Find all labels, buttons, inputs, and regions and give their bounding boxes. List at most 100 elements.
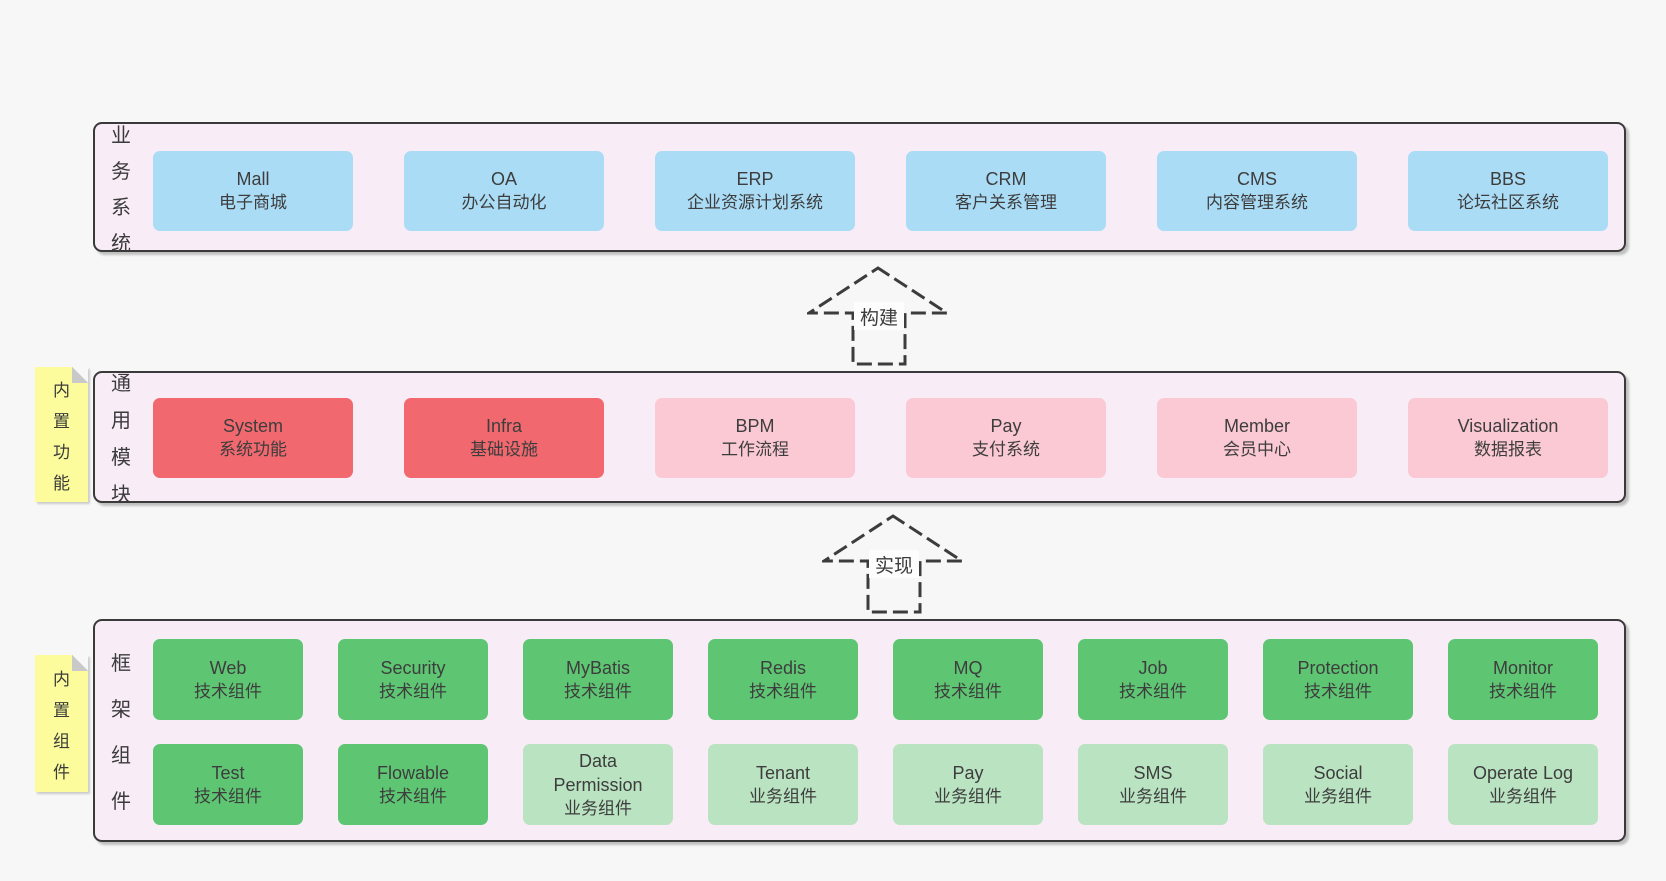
box-subtitle: 技术组件 — [749, 681, 817, 701]
box-subtitle: 技术组件 — [564, 681, 632, 701]
box-title: Social — [1313, 762, 1363, 783]
box-title: CRM — [985, 169, 1027, 189]
sticky-note-text: 内置组件 — [35, 655, 88, 792]
box-subtitle: 业务组件 — [1119, 786, 1187, 806]
sticky-note-built-in-components: 内置组件 — [35, 655, 88, 792]
box-title: Data Permission — [553, 750, 643, 795]
arrow-label-bg — [869, 550, 919, 578]
vertical-label-char: 架 — [111, 699, 131, 721]
sticky-note-text: 内置功能 — [35, 367, 88, 502]
box-social: Social 业务组件 — [1263, 744, 1413, 825]
vertical-label-char: 框 — [111, 653, 131, 675]
box-title: Operate Log — [1472, 762, 1574, 783]
vertical-label-char: 业 — [111, 124, 131, 147]
vertical-label-char: 系 — [111, 196, 131, 219]
box-subtitle: 技术组件 — [379, 786, 447, 806]
vertical-label-char: 件 — [111, 791, 131, 813]
vertical-label-char: 块 — [111, 484, 131, 506]
box-title: SMS — [1133, 762, 1173, 783]
box-subtitle: 会员中心 — [1223, 440, 1291, 459]
box-system: System 系统功能 — [153, 398, 353, 478]
box-title: ERP — [736, 169, 774, 189]
box-subtitle: 技术组件 — [1304, 681, 1372, 701]
box-subtitle: 工作流程 — [721, 440, 789, 459]
box-subtitle: 内容管理系统 — [1206, 193, 1308, 212]
box-web: Web 技术组件 — [153, 639, 303, 720]
box-subtitle: 技术组件 — [934, 681, 1002, 701]
folded-corner-icon — [72, 655, 88, 671]
vertical-label-char: 内 — [53, 380, 70, 400]
box-subtitle: 企业资源计划系统 — [687, 193, 823, 212]
box-title: Test — [211, 762, 245, 783]
box-pay: Pay 支付系统 — [906, 398, 1106, 478]
vertical-label-char: 置 — [53, 411, 70, 431]
box-subtitle: 电子商城 — [219, 193, 287, 212]
box-title: BBS — [1489, 169, 1527, 189]
box-sms: SMS 业务组件 — [1078, 744, 1228, 825]
box-subtitle: 论坛社区系统 — [1457, 193, 1559, 212]
box-bpm: BPM 工作流程 — [655, 398, 855, 478]
box-title: Pay — [952, 762, 984, 783]
box-subtitle: 数据报表 — [1474, 440, 1542, 459]
box-title: Monitor — [1492, 657, 1554, 678]
vertical-label-char: 件 — [53, 762, 70, 782]
box-subtitle: 支付系统 — [972, 440, 1040, 459]
box-subtitle: 系统功能 — [219, 440, 287, 459]
box-flowable: Flowable 技术组件 — [338, 744, 488, 825]
box-title: Job — [1138, 657, 1168, 678]
box-visualization: Visualization 数据报表 — [1408, 398, 1608, 478]
box-title: Mall — [236, 169, 270, 189]
box-tenant: Tenant 业务组件 — [708, 744, 858, 825]
box-subtitle: 业务组件 — [749, 786, 817, 806]
box-title: Member — [1223, 416, 1290, 436]
arrow-label-bg — [854, 302, 904, 330]
box-title: MQ — [953, 657, 983, 678]
vertical-label-char: 内 — [53, 669, 70, 689]
box-subtitle: 业务组件 — [1304, 786, 1372, 806]
vertical-label-char: 功 — [53, 442, 70, 462]
box-crm: CRM 客户关系管理 — [906, 151, 1106, 231]
box-subtitle: 基础设施 — [470, 440, 538, 459]
box-title: System — [222, 416, 283, 436]
box-subtitle: 技术组件 — [1119, 681, 1187, 701]
box-title: Visualization — [1457, 416, 1559, 436]
vertical-label-char: 能 — [53, 473, 70, 493]
dashed-up-arrow-icon: 实现 — [818, 514, 968, 614]
box-title: Pay — [990, 416, 1022, 436]
vertical-label-char: 用 — [111, 410, 131, 432]
box-title: BPM — [735, 416, 775, 436]
box-title: Tenant — [755, 762, 811, 783]
vertical-label-char: 置 — [53, 700, 70, 720]
box-subtitle: 技术组件 — [194, 681, 262, 701]
vertical-label-char: 组 — [53, 731, 70, 751]
implement-arrow: 实现 — [818, 514, 968, 619]
box-subtitle: 客户关系管理 — [955, 193, 1057, 212]
box-bbs: BBS 论坛社区系统 — [1408, 151, 1608, 231]
box-subtitle: 业务组件 — [934, 786, 1002, 806]
box-pay: Pay 业务组件 — [893, 744, 1043, 825]
sticky-note-built-in-features: 内置功能 — [35, 367, 88, 502]
box-member: Member 会员中心 — [1157, 398, 1357, 478]
vertical-label-char: 模 — [111, 447, 131, 469]
framework-components-row-1: Web 技术组件 Security 技术组件 MyBatis 技术组件 Redis 技术组件 M… — [153, 639, 1598, 720]
layer-label-common-modules: 通用模块 — [108, 373, 134, 506]
vertical-label-char: 统 — [111, 232, 131, 255]
box-title: MyBatis — [565, 657, 630, 678]
box-title: Redis — [759, 657, 807, 678]
box-title: Web — [209, 657, 247, 678]
box-title: Flowable — [376, 762, 450, 783]
box-title: Security — [380, 657, 446, 678]
